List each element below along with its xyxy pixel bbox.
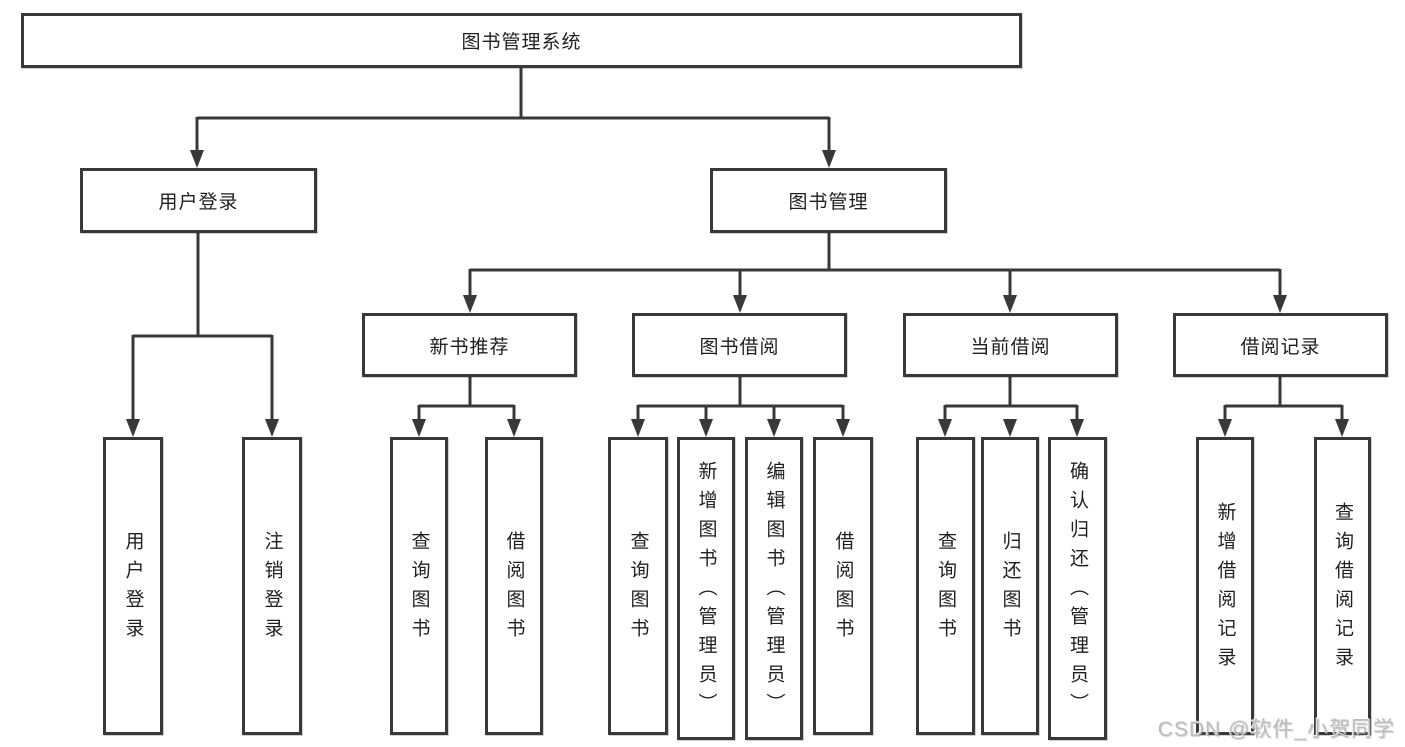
leaf-cb-query-books: 查询图书: [916, 437, 975, 735]
node-user-login-label: 用户登录: [158, 192, 239, 213]
leaf-br-query-record-label: 查询借阅记录: [1332, 502, 1353, 676]
node-borrow-records: 借阅记录: [1173, 313, 1388, 377]
leaf-nb-query-books-label: 查询图书: [408, 531, 430, 647]
leaf-nb-borrow-books: 借阅图书: [485, 437, 543, 735]
node-book-management: 图书管理: [710, 168, 947, 233]
csdn-watermark: CSDN @软件_小贺同学: [1157, 718, 1395, 741]
leaf-br-add-record-label: 新增借阅记录: [1214, 502, 1236, 676]
leaf-bb-borrow-books-label: 借阅图书: [832, 531, 854, 647]
leaf-logout: 注销登录: [242, 437, 302, 735]
leaf-bb-add-books-admin-label: 新增图书（管理员）: [695, 461, 717, 722]
leaf-cb-return-books-label: 归还图书: [999, 531, 1021, 647]
node-current-borrow: 当前借阅: [903, 313, 1118, 377]
leaf-bb-add-books-admin: 新增图书（管理员）: [677, 437, 735, 740]
node-root: 图书管理系统: [21, 13, 1022, 68]
leaf-cb-return-books: 归还图书: [981, 437, 1039, 735]
leaf-cb-confirm-return-admin: 确认归还（管理员）: [1048, 437, 1107, 740]
leaf-nb-query-books: 查询图书: [390, 437, 448, 735]
node-book-management-label: 图书管理: [788, 192, 869, 213]
leaf-cb-confirm-return-admin-label: 确认归还（管理员）: [1067, 461, 1088, 722]
leaf-nb-borrow-books-label: 借阅图书: [503, 531, 525, 647]
leaf-bb-query-books-label: 查询图书: [627, 531, 649, 647]
leaf-cb-query-books-label: 查询图书: [935, 531, 956, 647]
node-current-borrow-label: 当前借阅: [970, 336, 1051, 358]
leaf-bb-borrow-books: 借阅图书: [813, 437, 873, 735]
node-book-borrow-label: 图书借阅: [699, 336, 780, 358]
leaf-logout-label: 注销登录: [261, 531, 283, 647]
node-new-book-recommend-label: 新书推荐: [429, 336, 510, 358]
leaf-bb-edit-books-admin-label: 编辑图书（管理员）: [763, 461, 785, 722]
leaf-bb-edit-books-admin: 编辑图书（管理员）: [745, 437, 803, 740]
node-borrow-records-label: 借阅记录: [1240, 336, 1321, 358]
node-user-login: 用户登录: [80, 168, 317, 233]
node-root-label: 图书管理系统: [461, 32, 582, 53]
leaf-br-query-record: 查询借阅记录: [1314, 437, 1371, 735]
leaf-user-login-label: 用户登录: [122, 531, 144, 647]
node-new-book-recommend: 新书推荐: [362, 313, 577, 377]
leaf-br-add-record: 新增借阅记录: [1196, 437, 1254, 735]
leaf-bb-query-books: 查询图书: [608, 437, 668, 735]
leaf-user-login: 用户登录: [103, 437, 163, 735]
node-book-borrow: 图书借阅: [632, 313, 847, 377]
